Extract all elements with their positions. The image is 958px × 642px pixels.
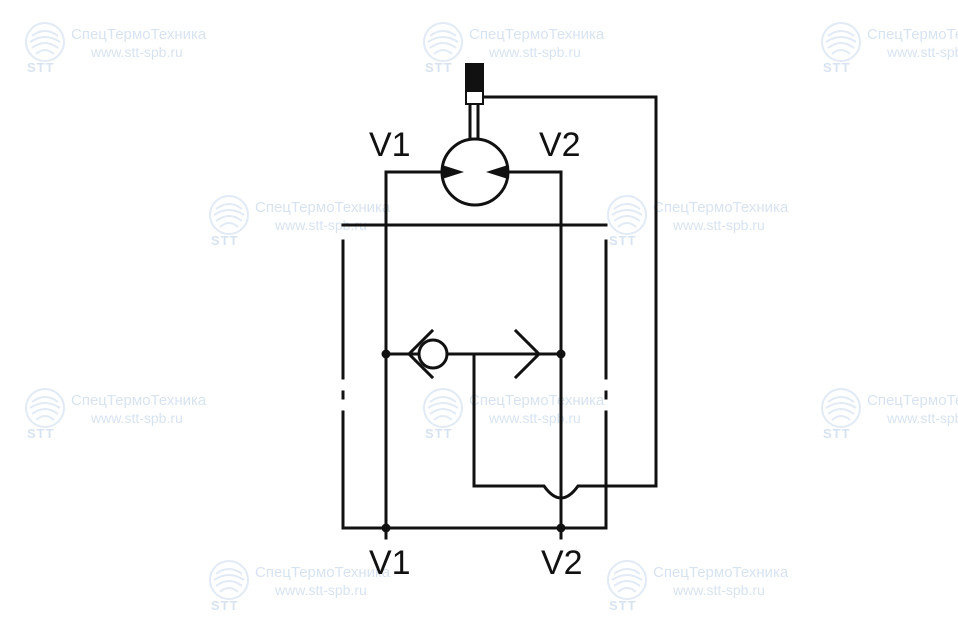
watermark-abbr: STT bbox=[823, 60, 851, 75]
junction-dot bbox=[556, 349, 566, 359]
line-v1 bbox=[384, 170, 443, 540]
watermark-site: www.stt-spb.ru bbox=[275, 217, 367, 233]
check-valve-ball bbox=[417, 338, 449, 370]
watermark-site: www.stt-spb.ru bbox=[887, 44, 958, 60]
thermostat-cap bbox=[465, 63, 484, 91]
stt-logo-icon bbox=[25, 388, 65, 428]
stt-logo-icon bbox=[209, 560, 249, 600]
junction-dot bbox=[381, 349, 391, 359]
watermark-site: www.stt-spb.ru bbox=[91, 410, 183, 426]
watermark-abbr: STT bbox=[609, 233, 637, 248]
watermark-abbr: STT bbox=[27, 60, 55, 75]
check-valve-seat bbox=[406, 328, 435, 380]
thermostat-body bbox=[465, 90, 484, 105]
watermark-brand: СпецТермоТехника bbox=[867, 392, 958, 409]
watermark-site: www.stt-spb.ru bbox=[91, 44, 183, 60]
watermark-brand: СпецТермоТехника bbox=[469, 26, 605, 43]
motor-arrow-left-icon bbox=[442, 165, 464, 179]
watermark-abbr: STT bbox=[425, 426, 453, 441]
watermark-brand: СпецТермоТехника bbox=[255, 199, 391, 216]
watermark-abbr: STT bbox=[211, 233, 239, 248]
watermark-site: www.stt-spb.ru bbox=[489, 44, 581, 60]
port-label-v1-top: V1 bbox=[369, 126, 411, 164]
stt-logo-icon bbox=[607, 560, 647, 600]
stt-logo-icon bbox=[821, 388, 861, 428]
watermark-site: www.stt-spb.ru bbox=[673, 582, 765, 598]
watermark-brand: СпецТермоТехника bbox=[653, 564, 789, 581]
port-label-v2-top: V2 bbox=[539, 126, 581, 164]
watermark-brand: СпецТермоТехника bbox=[71, 26, 207, 43]
line-v2 bbox=[507, 170, 563, 540]
stt-logo-icon bbox=[423, 388, 463, 428]
motor-arrow-right-icon bbox=[486, 165, 508, 179]
watermark: СпецТермоТехника www.stt-spb.ru STT bbox=[422, 388, 622, 448]
watermark-site: www.stt-spb.ru bbox=[887, 410, 958, 426]
watermark-abbr: STT bbox=[823, 426, 851, 441]
flow-arrow-icon bbox=[513, 328, 542, 380]
stt-logo-icon bbox=[423, 22, 463, 62]
stt-logo-icon bbox=[209, 195, 249, 235]
watermark-site: www.stt-spb.ru bbox=[673, 217, 765, 233]
watermark-abbr: STT bbox=[27, 426, 55, 441]
watermark: СпецТермоТехника www.stt-spb.ru STT bbox=[208, 560, 408, 620]
watermark: СпецТермоТехника www.stt-spb.ru STT bbox=[606, 560, 806, 620]
watermark-brand: СпецТермоТехника bbox=[867, 26, 958, 43]
watermark-brand: СпецТермоТехника bbox=[653, 199, 789, 216]
stt-logo-icon bbox=[607, 195, 647, 235]
watermark: СпецТермоТехника www.stt-spb.ru STT bbox=[422, 22, 622, 82]
watermark: СпецТермоТехника www.stt-spb.ru STT bbox=[820, 22, 958, 82]
watermark-site: www.stt-spb.ru bbox=[489, 410, 581, 426]
watermark-brand: СпецТермоТехника bbox=[469, 392, 605, 409]
watermark-site: www.stt-spb.ru bbox=[275, 582, 367, 598]
watermark: СпецТермоТехника www.stt-spb.ru STT bbox=[208, 195, 408, 255]
watermark-brand: СпецТермоТехника bbox=[255, 564, 391, 581]
junction-dot bbox=[381, 523, 391, 533]
watermark: СпецТермоТехника www.stt-spb.ru STT bbox=[24, 388, 224, 448]
watermark: СпецТермоТехника www.stt-spb.ru STT bbox=[606, 195, 806, 255]
watermark: СпецТермоТехника www.stt-spb.ru STT bbox=[820, 388, 958, 448]
junction-dot bbox=[556, 523, 566, 533]
watermark-abbr: STT bbox=[211, 598, 239, 613]
port-label-v1-bottom: V1 bbox=[369, 544, 411, 582]
stt-logo-icon bbox=[821, 22, 861, 62]
watermark: СпецТермоТехника www.stt-spb.ru STT bbox=[24, 22, 224, 82]
stt-logo-icon bbox=[25, 22, 65, 62]
watermark-abbr: STT bbox=[425, 60, 453, 75]
port-label-v2-bottom: V2 bbox=[541, 544, 583, 582]
pilot-line bbox=[472, 95, 658, 500]
watermark-brand: СпецТермоТехника bbox=[71, 392, 207, 409]
watermark-abbr: STT bbox=[609, 598, 637, 613]
